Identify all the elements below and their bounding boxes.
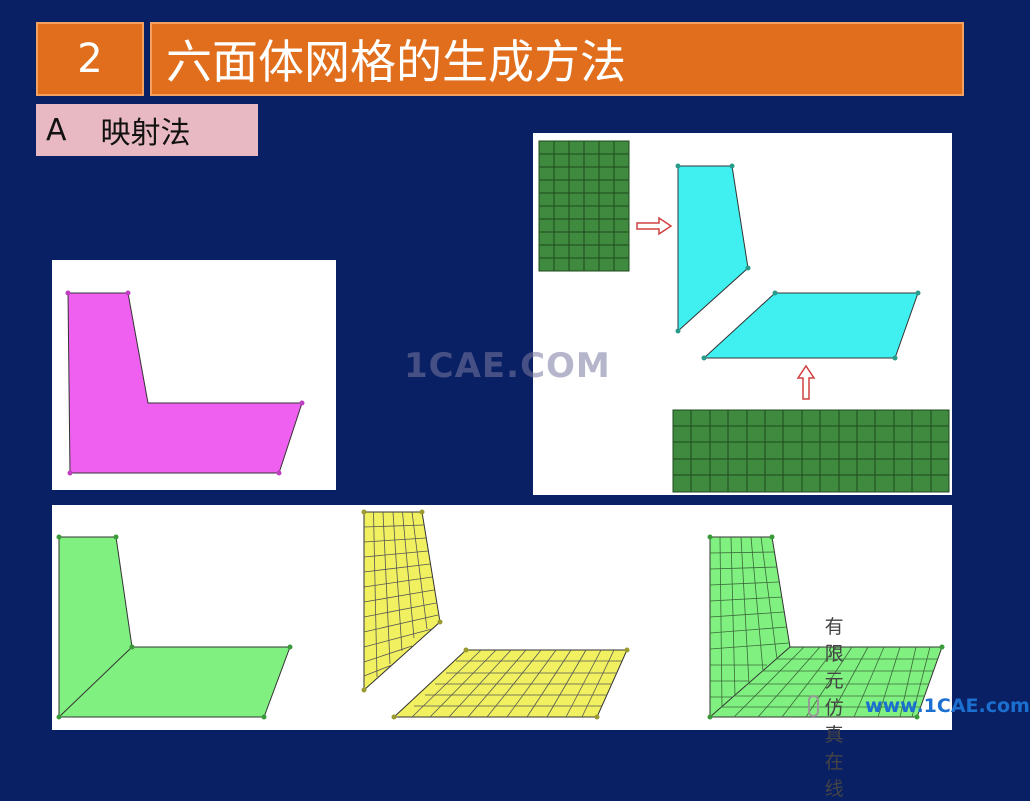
- section-number: 2: [36, 22, 144, 96]
- source-mesh-vertical: [538, 140, 630, 272]
- yellow-vertical-mesh: [361, 509, 443, 693]
- meshing-result-figure: [56, 509, 945, 720]
- arrow-up-icon: [796, 364, 816, 400]
- mapping-decomposition-figure: [538, 140, 950, 493]
- brand-footer: 有限元仿真在线 www.1CAE.com: [808, 616, 1030, 800]
- subsection-letter: A: [46, 112, 67, 148]
- green-split-l-region: [56, 534, 293, 720]
- green-meshed-l-region: [707, 534, 945, 720]
- meshing-result-panel: [52, 505, 952, 730]
- cyan-horizontal-region: [702, 292, 919, 359]
- cyan-vertical-region: [677, 165, 749, 333]
- arrow-right-icon: [636, 216, 673, 236]
- yellow-horizontal-mesh: [391, 647, 630, 720]
- l-shape-geometry-panel: [52, 260, 336, 490]
- magenta-l-region: [67, 292, 303, 474]
- brand-site: www.1CAE.com: [865, 695, 1030, 717]
- source-mesh-horizontal: [672, 409, 950, 493]
- watermark: 1CAE.COM: [404, 346, 611, 386]
- page-title: 六面体网格的生成方法: [150, 22, 964, 96]
- l-shape-geometry-figure: [65, 290, 305, 476]
- mapping-decomposition-panel: [533, 133, 952, 495]
- subsection-title: 映射法: [100, 116, 191, 151]
- vertex-points: [65, 290, 305, 476]
- wechat-logo-icon: [808, 695, 819, 717]
- brand-account: 有限元仿真在线: [824, 615, 844, 800]
- subsection-label: A 映射法: [36, 104, 258, 156]
